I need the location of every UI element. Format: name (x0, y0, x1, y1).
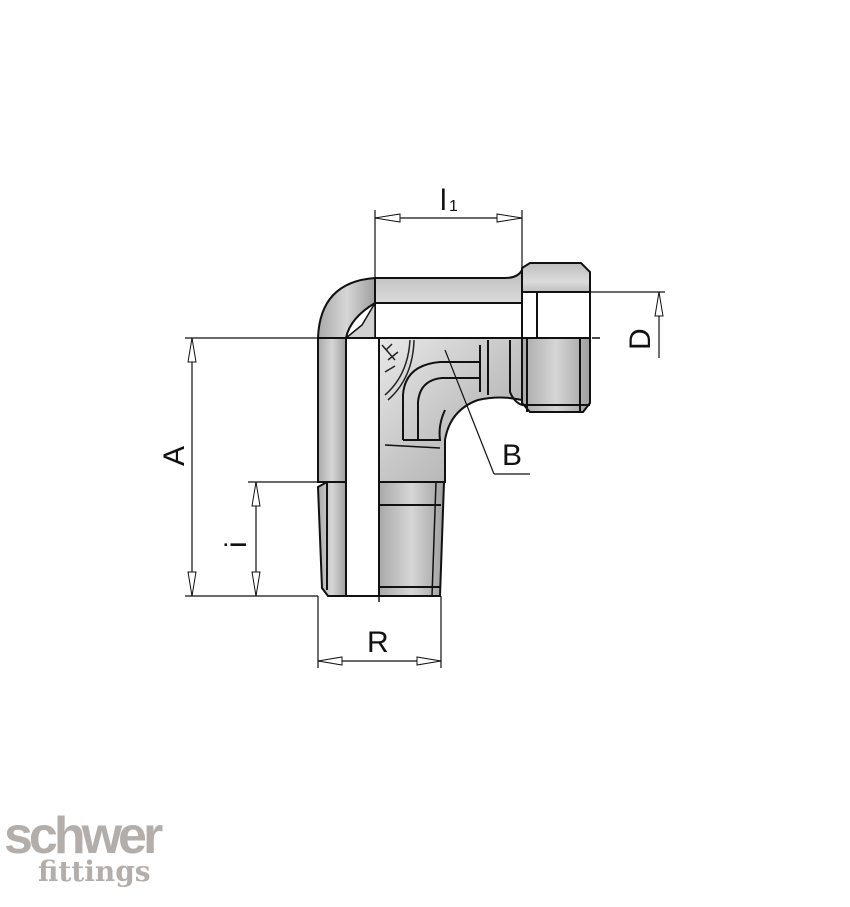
dimension-label-l1: l 1 (440, 184, 458, 217)
brand-logo: schwer fittings (4, 807, 163, 888)
bottom-thread-end (316, 481, 446, 597)
logo-wordmark: schwer (4, 807, 163, 865)
horizontal-bore (374, 302, 523, 339)
svg-text:1: 1 (449, 198, 458, 215)
dimension-label-r: R (367, 626, 389, 659)
dimension-label-i: i (220, 541, 253, 548)
svg-text:l: l (440, 184, 447, 217)
centerlines (375, 337, 600, 606)
internal-passage (384, 340, 489, 449)
brand-marking (381, 339, 415, 401)
dimension-label-d: D (624, 328, 657, 350)
vertical-bore (345, 337, 380, 597)
logo-tagline: fittings (38, 855, 151, 888)
right-thread-end (509, 262, 591, 413)
section-body (378, 337, 523, 483)
dimension-label-b: B (502, 439, 522, 472)
arrowheads (187, 213, 664, 666)
dimension-label-a: A (158, 446, 191, 466)
